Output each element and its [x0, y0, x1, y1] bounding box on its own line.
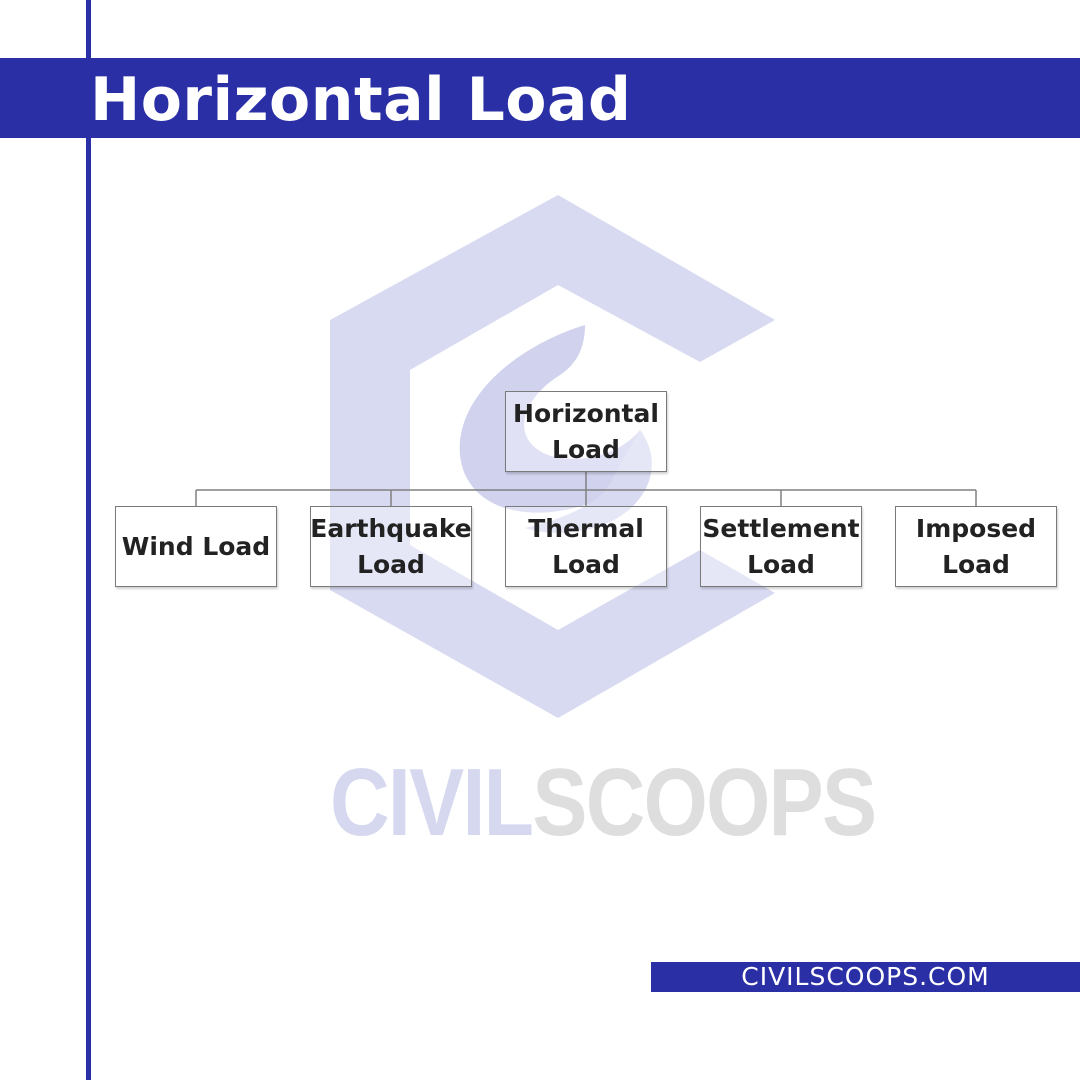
diagram-root-node: Horizontal Load	[505, 391, 667, 472]
page-title: Horizontal Load	[90, 65, 632, 135]
watermark-hexagon-shape	[330, 195, 775, 718]
watermark-wordmark: CIVILSCOOPS	[330, 748, 877, 858]
watermark-swirl-shape	[459, 325, 648, 513]
title-band	[0, 58, 1080, 138]
diagram-node-thermal-load: Thermal Load	[505, 506, 667, 587]
watermark-text-civil: CIVIL	[330, 749, 534, 856]
diagram-node-earthquake-load: Earthquake Load	[310, 506, 472, 587]
diagram-node-settlement-load: Settlement Load	[700, 506, 862, 587]
diagram-node-imposed-load: Imposed Load	[895, 506, 1057, 587]
diagram-node-wind-load: Wind Load	[115, 506, 277, 587]
watermark-swirl-tail	[525, 430, 652, 533]
watermark-text-scoops: SCOOPS	[532, 749, 877, 856]
footer-website-link[interactable]: CIVILSCOOPS.COM	[741, 962, 990, 991]
left-accent-rule	[86, 0, 91, 1080]
footer-band	[651, 962, 1080, 992]
